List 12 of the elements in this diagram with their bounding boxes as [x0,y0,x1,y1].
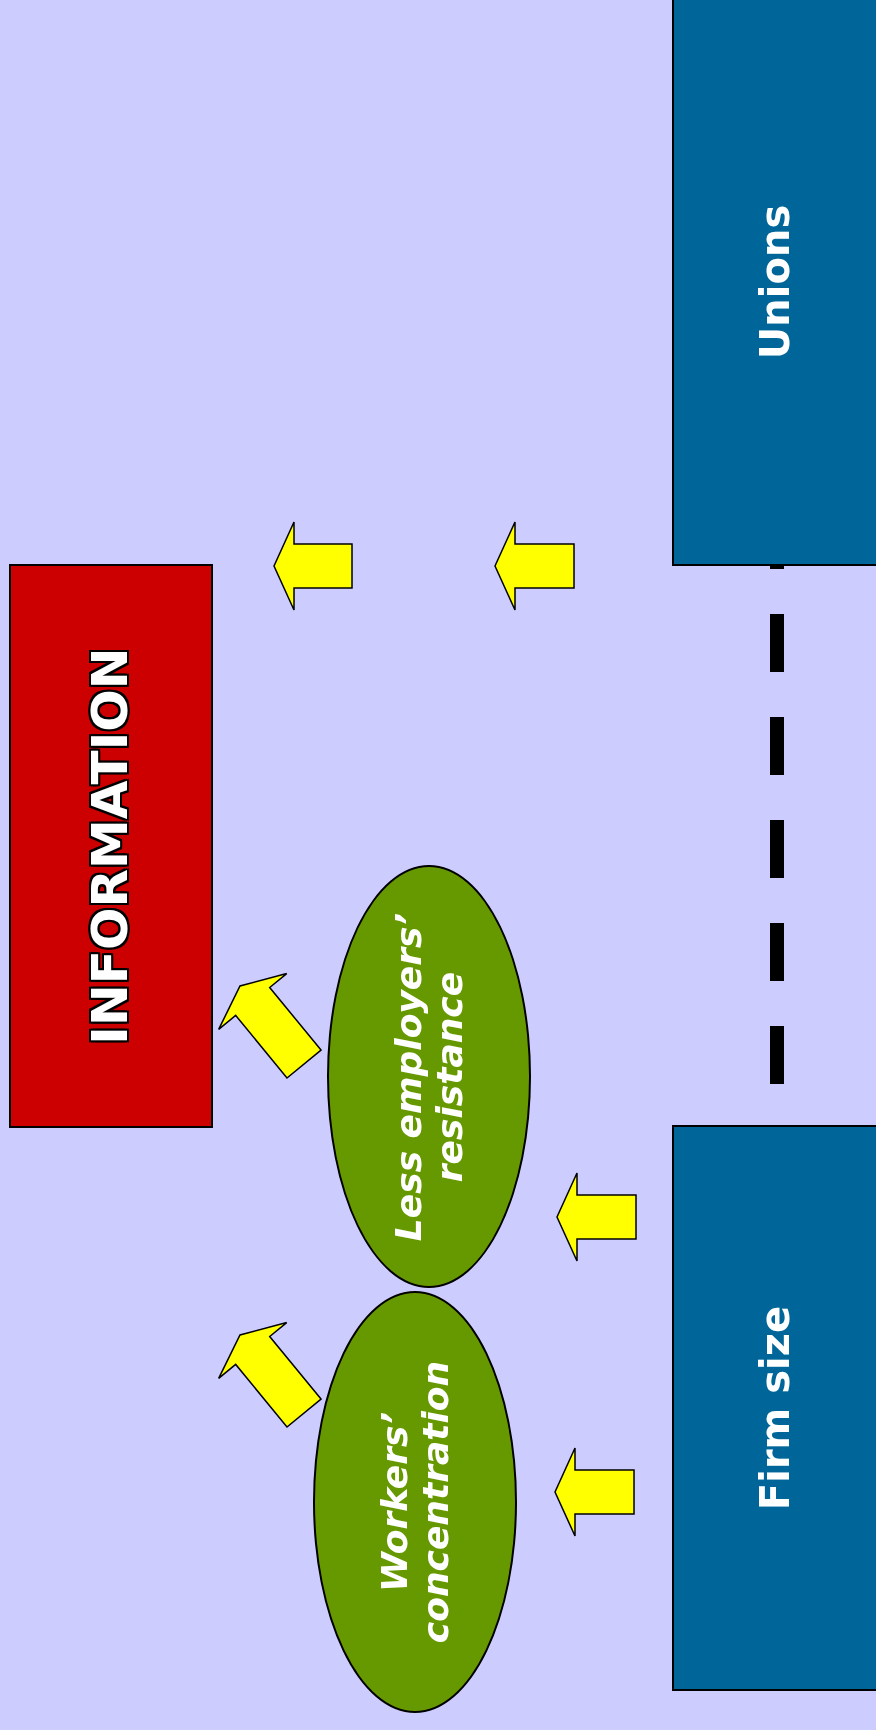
category-box [672,0,876,566]
box-label: Firm size [752,1304,798,1513]
factor-label: Workers’ concentration [373,1359,457,1646]
factor-label: Less employers’ resistance [387,911,471,1242]
outcome-box [9,564,213,1128]
block-arrow [554,1447,635,1537]
box-label: Unions [752,203,798,362]
category-box [672,1125,876,1691]
block-arrow [217,972,323,1079]
block-arrow [217,1321,323,1428]
box-label: INFORMATION [82,646,140,1047]
block-arrow [556,1172,637,1262]
